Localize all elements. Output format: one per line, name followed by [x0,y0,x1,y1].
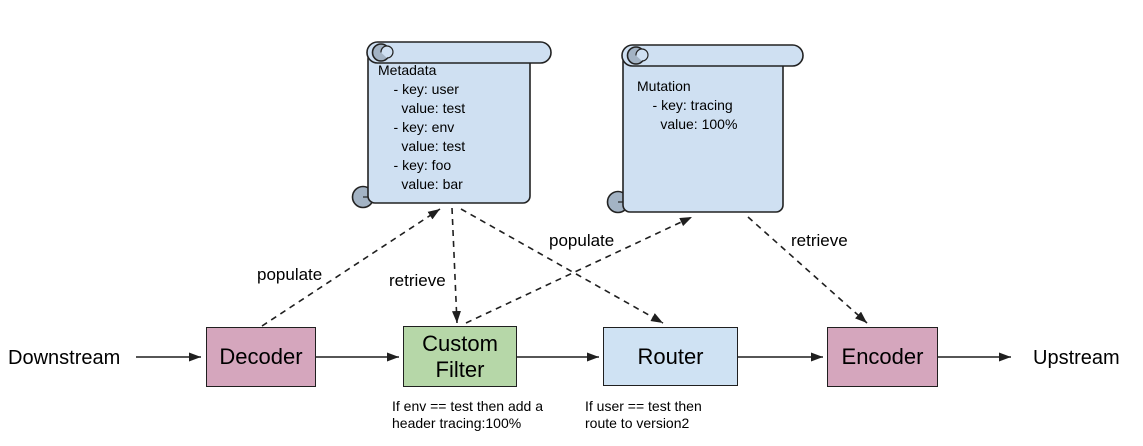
router-box: Router [603,327,738,386]
scroll-text-line: Metadata [378,62,437,78]
populate-edge-label-left: populate [257,265,323,284]
metadata-scroll-top-roll [366,41,552,64]
scroll-text-line: - key: user [378,81,459,97]
encoder-box: Encoder [827,327,938,387]
scroll-text-line: value: 100% [637,116,738,132]
dashed-arrow-mutation-retrieve-encoder [747,216,868,324]
mutation-scroll-top-roll [621,44,804,67]
router-caption-line: route to version2 [585,415,690,431]
retrieve-edge-label-right: retrieve [791,231,848,250]
scroll-text-line: value: test [378,100,466,116]
dashed-arrow-metadata-retrieve-custom-filter [451,207,461,324]
decoder-box: Decoder [206,327,316,387]
upstream-label: Upstream [1033,347,1120,369]
scroll-text-line: value: test [378,138,466,154]
mutation-scroll-shape [606,44,804,214]
scroll-text-line: - key: env [378,119,455,135]
scroll-text-line: - key: foo [378,157,452,173]
downstream-label: Downstream [8,347,121,369]
custom-filter-caption: If env == test then add a header tracing… [392,398,543,432]
dashed-arrow-metadata-to-router [460,208,664,324]
retrieve-edge-label-left: retrieve [389,271,446,290]
scroll-text-line: - key: tracing [637,97,733,113]
encoder-label: Encoder [841,344,924,369]
metadata-scroll-shape [351,41,552,209]
router-label: Router [637,343,704,369]
metadata-scroll-text: Metadata - key: user value: test - key: … [378,61,465,194]
dashed-arrow-decoder-populate-metadata [261,208,441,327]
scroll-text-line: Mutation [637,78,691,94]
custom-filter-label: Custom Filter [422,330,498,382]
custom-filter-caption-line: If env == test then add a [392,398,543,414]
scroll-text-line: value: bar [378,176,463,192]
router-caption-line: If user == test then [585,398,702,414]
router-caption: If user == test then route to version2 [585,398,702,432]
decoder-label: Decoder [219,344,303,369]
populate-edge-label-mid: populate [549,231,615,250]
custom-filter-caption-line: header tracing:100% [392,415,522,431]
mutation-scroll-text: Mutation - key: tracing value: 100% [637,77,737,134]
dashed-arrow-custom-filter-populate-mutation [465,216,693,324]
custom-filter-box: Custom Filter [403,326,517,387]
